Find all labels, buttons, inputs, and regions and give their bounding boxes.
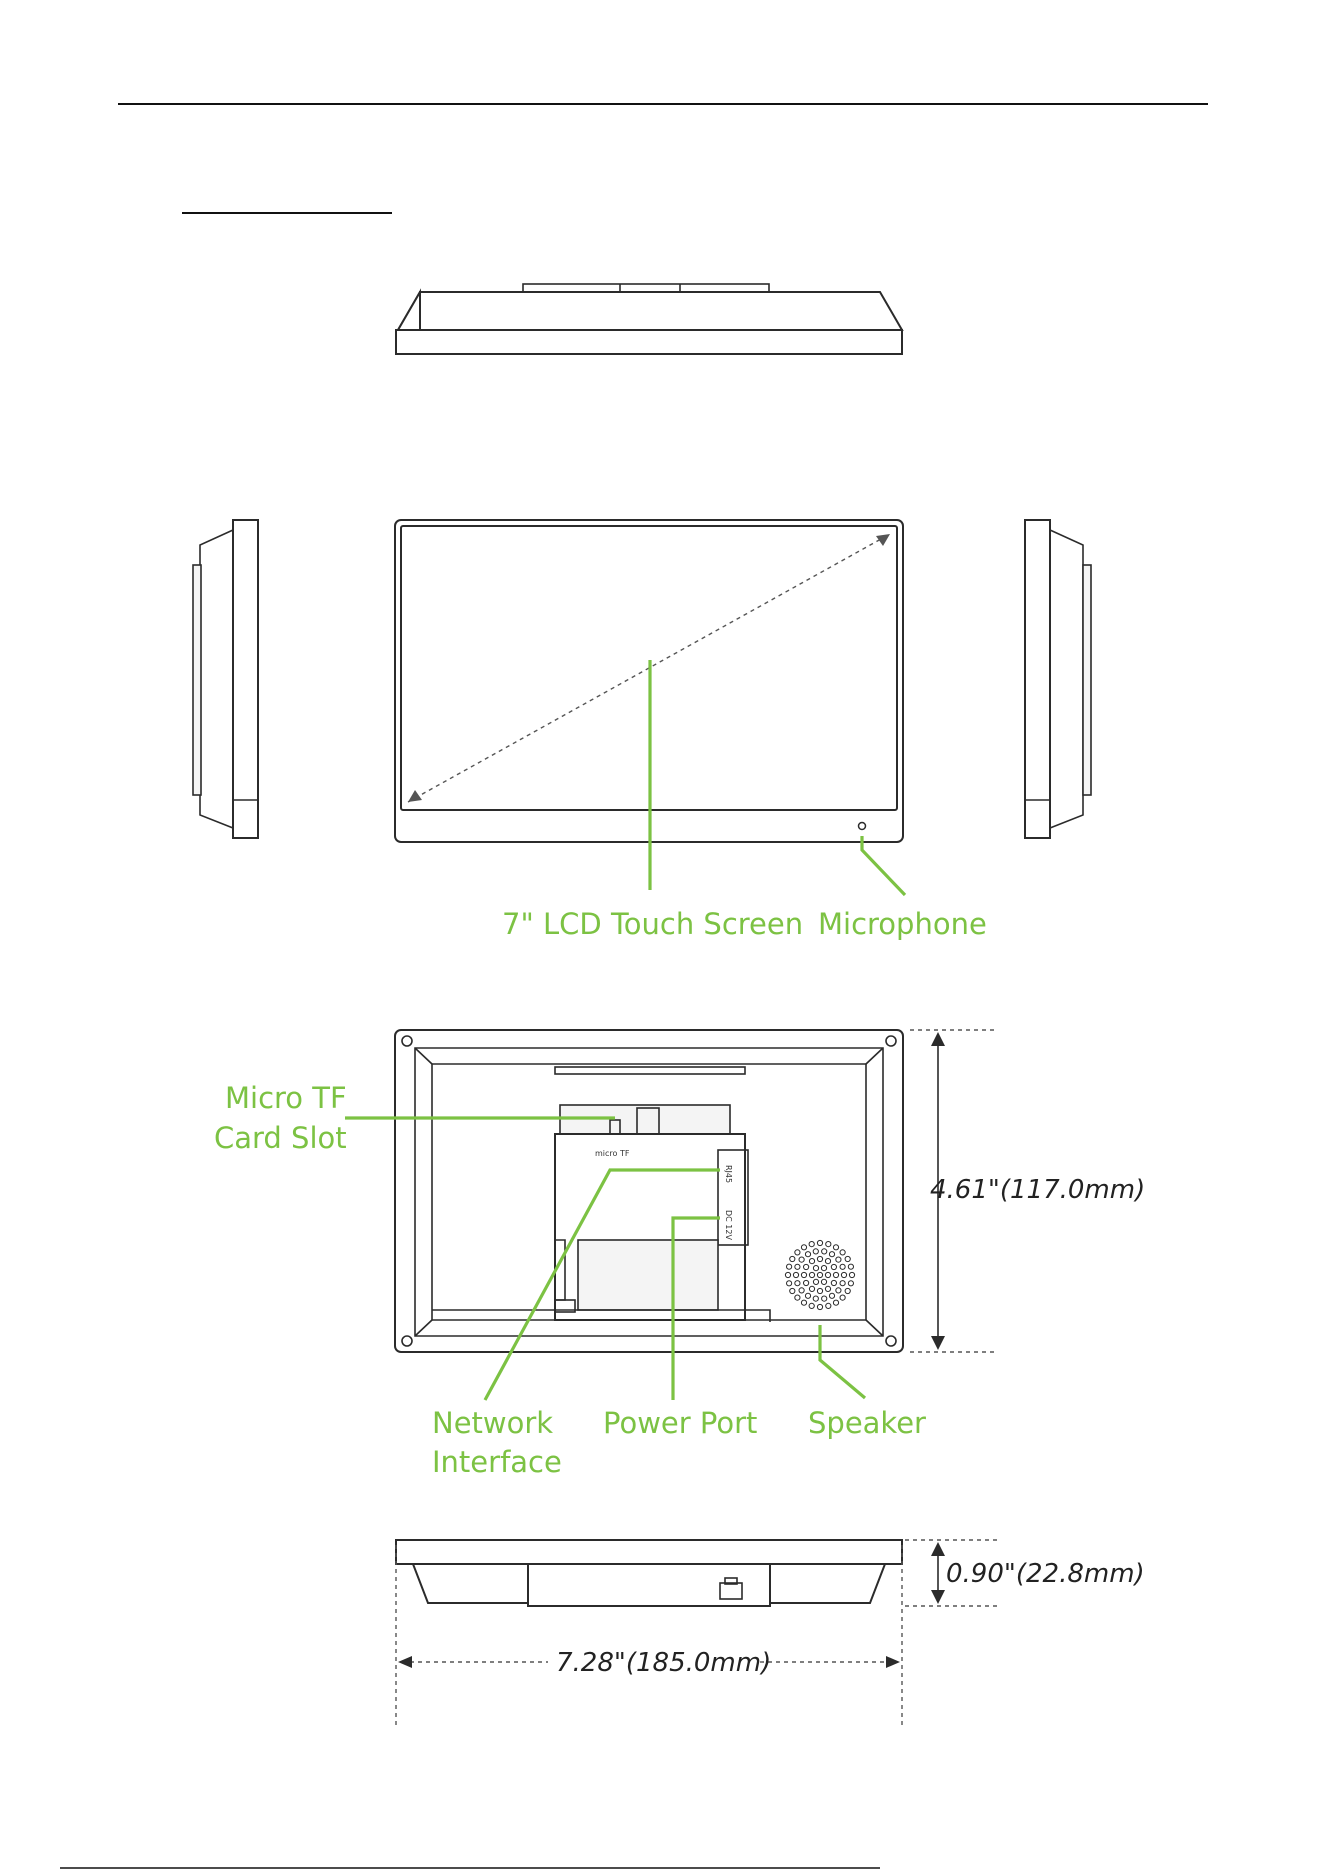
speaker-label: Speaker xyxy=(808,1406,926,1440)
right-side-view xyxy=(1025,520,1091,838)
touch-screen-label: 7" LCD Touch Screen xyxy=(502,907,803,941)
micro-tf-label-line2: Card Slot xyxy=(214,1121,347,1155)
dc-marking: DC 12V xyxy=(724,1210,733,1240)
width-dimension-label: 7.28"(185.0mm) xyxy=(556,1648,771,1678)
microphone-label: Microphone xyxy=(818,907,987,941)
micro-tf-label-line1: Micro TF xyxy=(225,1081,347,1115)
rj45-marking: RJ45 xyxy=(724,1165,733,1183)
bottom-view xyxy=(396,1540,902,1606)
back-view: micro TF RJ45 DC 12V xyxy=(395,1030,903,1352)
top-view xyxy=(396,284,902,354)
left-side-view xyxy=(193,520,258,838)
microphone-callout xyxy=(862,836,905,895)
micro-tf-marking: micro TF xyxy=(595,1149,630,1158)
power-port-label: Power Port xyxy=(603,1406,757,1440)
height-dimension-label: 4.61"(117.0mm) xyxy=(930,1175,1145,1205)
network-label-line1: Network xyxy=(432,1406,553,1440)
depth-dimension-label: 0.90"(22.8mm) xyxy=(946,1559,1145,1589)
network-label-line2: Interface xyxy=(432,1445,562,1479)
